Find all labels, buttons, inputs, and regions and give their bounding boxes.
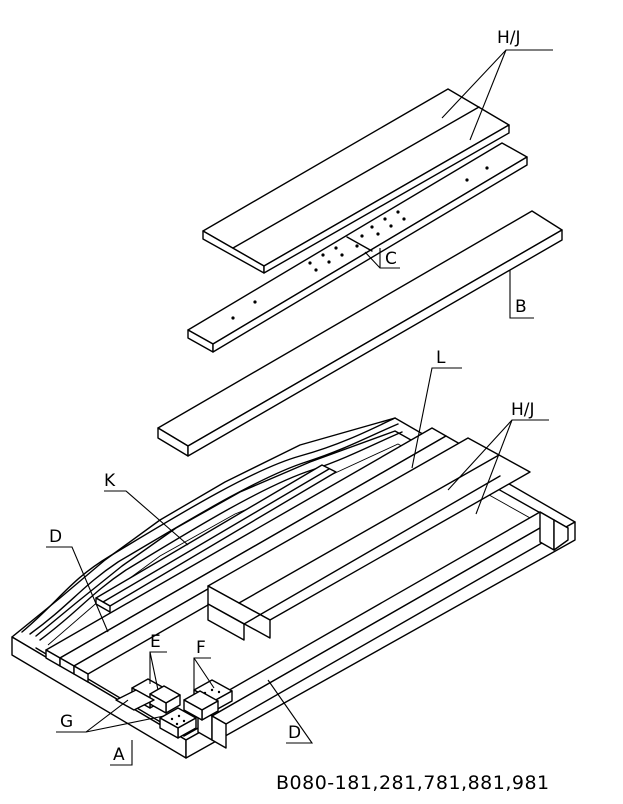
label-e: E [150,632,161,652]
label-c: C [385,249,397,269]
pads-e [131,678,181,714]
part-code: B080-181,281,781,881,981 [276,772,550,794]
label-b: B [515,297,527,317]
board-hj-top [202,88,510,274]
strip-c-holes [231,166,489,320]
strip-c [187,142,528,353]
label-l: L [436,348,446,368]
label-d-bottom: D [288,723,301,743]
label-d-left: D [49,527,62,547]
label-a: A [113,745,125,765]
label-hj-right: H/J [511,400,535,420]
pads-f [183,679,233,721]
label-f: F [196,638,206,658]
base-tray-a [11,417,576,759]
leader-lines [46,49,553,766]
label-hj-top: H/J [497,28,521,48]
board-b [157,210,563,457]
label-g: G [60,712,73,732]
pads-g [115,689,197,739]
label-k: K [104,471,116,491]
